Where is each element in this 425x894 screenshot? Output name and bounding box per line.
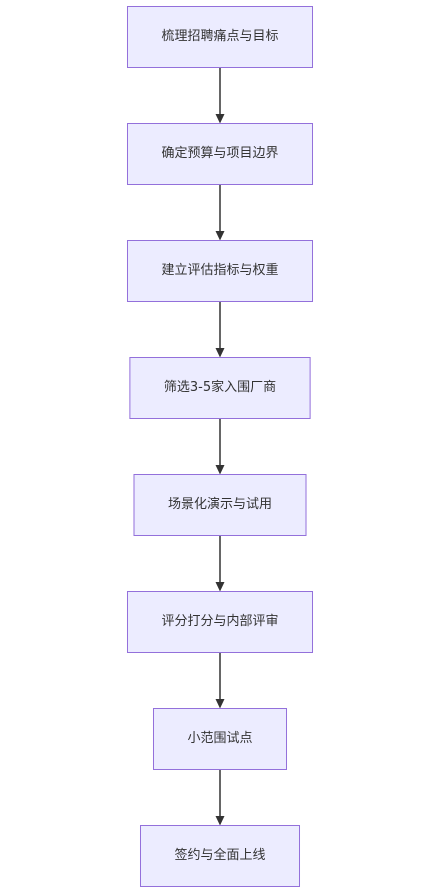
flow-step-box [126, 6, 314, 68]
arrowhead-icon [215, 231, 225, 241]
flow-step-label: 评分打分与内部评审 [161, 613, 278, 629]
flowchart-nodes: 梳理招聘痛点与目标确定预算与项目边界建立评估指标与权重筛选3-5家入围厂商场景化… [126, 6, 314, 887]
flow-step-label: 签约与全面上线 [174, 847, 265, 863]
flow-step-label: 筛选3-5家入围厂商 [164, 379, 276, 395]
flowchart-edges [215, 68, 225, 826]
arrowhead-icon [215, 465, 225, 475]
flow-step-3: 建立评估指标与权重 [126, 240, 314, 302]
flow-step-6: 评分打分与内部评审 [126, 591, 314, 653]
flow-step-5: 场景化演示与试用 [133, 474, 307, 536]
arrowhead-icon [215, 816, 225, 826]
flow-step-box [126, 591, 314, 653]
arrowhead-icon [215, 348, 225, 358]
flow-step-label: 小范围试点 [187, 731, 252, 746]
flow-step-1: 梳理招聘痛点与目标 [126, 6, 314, 68]
flow-step-label: 场景化演示与试用 [168, 496, 272, 512]
flow-step-4: 筛选3-5家入围厂商 [129, 357, 311, 419]
flow-step-label: 建立评估指标与权重 [161, 262, 278, 278]
arrowhead-icon [215, 699, 225, 709]
flow-step-8: 签约与全面上线 [139, 825, 301, 887]
flow-step-box [139, 825, 301, 887]
flow-step-label: 梳理招聘痛点与目标 [161, 28, 278, 44]
arrowhead-icon [215, 582, 225, 592]
flow-step-box [129, 357, 311, 419]
flow-step-2: 确定预算与项目边界 [126, 123, 314, 185]
flow-step-box [126, 240, 314, 302]
arrowhead-icon [215, 114, 225, 124]
flow-step-7: 小范围试点 [152, 708, 288, 770]
flow-step-label: 确定预算与项目边界 [161, 146, 278, 161]
flow-step-box [152, 708, 288, 770]
flow-step-box [126, 123, 314, 185]
flow-step-box [133, 474, 307, 536]
